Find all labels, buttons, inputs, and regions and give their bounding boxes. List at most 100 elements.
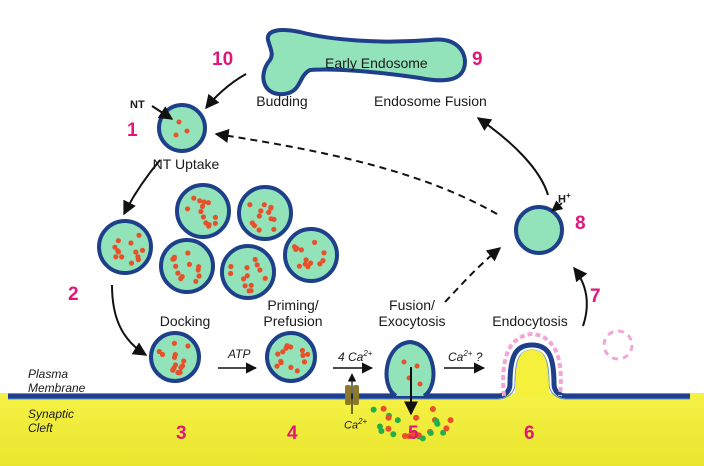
nt-dot bbox=[275, 351, 281, 357]
released-nt-dot bbox=[390, 431, 397, 438]
nt-dot bbox=[196, 264, 202, 270]
arrow-uptake-to-cluster bbox=[123, 159, 161, 216]
nt-dot bbox=[244, 273, 250, 279]
nt-dot bbox=[262, 275, 268, 281]
label-budding: Budding bbox=[256, 93, 308, 109]
nt-dot bbox=[185, 250, 191, 256]
nt-dot bbox=[244, 265, 250, 271]
early-endosome bbox=[261, 28, 467, 97]
released-nt-dot bbox=[447, 417, 454, 424]
primed-vesicle bbox=[265, 331, 317, 383]
nt-dot bbox=[113, 254, 119, 260]
released-nt-dot bbox=[413, 414, 420, 421]
nt-dot bbox=[170, 367, 176, 373]
released-nt-dot bbox=[429, 406, 436, 412]
nt-dot bbox=[248, 288, 254, 294]
released-nt-dot bbox=[434, 420, 441, 427]
nt-dot bbox=[205, 200, 211, 206]
plasma-membrane bbox=[8, 342, 690, 399]
nt-dot bbox=[201, 199, 207, 205]
vesicle-acidification bbox=[514, 205, 564, 255]
step-number-4: 4 bbox=[287, 423, 298, 444]
docked-vesicle-nt-dots bbox=[156, 340, 311, 376]
uncoated-vesicle-ghost bbox=[602, 329, 634, 361]
label-priming: Priming/ bbox=[267, 297, 319, 313]
released-nt-dot bbox=[440, 429, 447, 436]
arrow-h-plus bbox=[551, 200, 564, 212]
label-endocytosis: Endocytosis bbox=[492, 313, 568, 329]
label-plasma: Plasma bbox=[28, 367, 69, 381]
label-cleft: Cleft bbox=[28, 421, 53, 435]
nt-dot bbox=[136, 232, 142, 238]
nt-dot bbox=[271, 226, 277, 232]
nt-dot bbox=[175, 369, 181, 376]
nt-dot bbox=[320, 258, 326, 264]
label-ca-influx-charge: 2+ bbox=[358, 417, 368, 426]
arrow-endocytosis-up bbox=[573, 266, 588, 327]
nt-dot bbox=[257, 267, 263, 273]
nt-dot bbox=[179, 274, 185, 280]
released-nt-dot bbox=[380, 405, 387, 412]
nt-dot bbox=[288, 364, 294, 370]
nt-dot bbox=[196, 273, 202, 279]
nt-dot bbox=[159, 351, 166, 358]
released-nt-dot bbox=[415, 432, 422, 439]
nt-dot bbox=[261, 202, 267, 208]
nt-dot bbox=[305, 264, 311, 270]
nt-dot bbox=[296, 263, 302, 269]
nt-dot bbox=[191, 195, 197, 201]
released-nt-dot bbox=[427, 430, 434, 436]
released-neurotransmitter bbox=[370, 405, 454, 442]
nt-dot bbox=[321, 250, 327, 256]
label-membrane: Membrane bbox=[28, 381, 86, 395]
label-prefusion: Prefusion bbox=[263, 313, 323, 329]
nt-dot bbox=[294, 245, 300, 251]
dashed-arrow-fusion-to-8 bbox=[444, 247, 502, 303]
nt-dot bbox=[139, 247, 146, 253]
nt-dot bbox=[112, 244, 118, 250]
arrow-nt-entry bbox=[151, 105, 174, 120]
nt-dot bbox=[294, 368, 300, 374]
nt-dot bbox=[200, 214, 206, 220]
nt-dot bbox=[256, 213, 262, 219]
label-ca-influx-base: Ca bbox=[344, 419, 359, 432]
label-4-ca-charge: 2+ bbox=[363, 349, 373, 358]
label-h-plus-charge: + bbox=[565, 191, 571, 200]
nt-dot bbox=[284, 343, 290, 349]
nt-dot bbox=[186, 261, 192, 267]
label-docking: Docking bbox=[159, 313, 211, 329]
label-ca-question-charge: 2+ bbox=[463, 349, 473, 358]
label-atp: ATP bbox=[228, 347, 251, 361]
label-early-endosome: Early Endosome bbox=[325, 55, 428, 71]
nt-dot bbox=[249, 220, 255, 226]
nt-dot bbox=[206, 223, 212, 229]
vesicle-nt-uptake bbox=[157, 103, 207, 153]
nt-dot bbox=[242, 283, 248, 289]
nt-dot bbox=[199, 203, 206, 209]
nt-dot bbox=[212, 220, 218, 226]
filled-vesicle-cluster bbox=[97, 183, 339, 300]
label-nt-uptake: NT Uptake bbox=[152, 156, 220, 172]
step-number-10: 10 bbox=[212, 49, 234, 70]
released-nt-dot bbox=[443, 425, 450, 432]
step-number-8: 8 bbox=[575, 213, 586, 234]
label-nt: NT bbox=[130, 99, 145, 111]
nt-dot bbox=[119, 254, 125, 260]
nt-dot bbox=[312, 239, 318, 245]
label-ca-influx: Ca2+ bbox=[344, 414, 367, 434]
endocytosis-pit-fill bbox=[515, 350, 549, 396]
nt-dot bbox=[133, 249, 139, 255]
vesicle-cluster-nt-dots bbox=[112, 195, 327, 294]
nt-dot bbox=[197, 198, 203, 204]
nt-dot bbox=[298, 247, 304, 253]
nt-dot bbox=[172, 362, 179, 368]
nt-dot bbox=[248, 282, 254, 288]
nt-dot bbox=[317, 261, 323, 267]
label-ca-question: Ca2+ ? bbox=[448, 346, 482, 365]
nt-dot bbox=[258, 208, 264, 214]
nt-dot bbox=[128, 240, 134, 246]
released-nt-dot bbox=[385, 425, 392, 432]
nt-dot bbox=[252, 256, 258, 263]
nt-dot bbox=[305, 351, 311, 357]
nt-dot bbox=[171, 256, 177, 262]
